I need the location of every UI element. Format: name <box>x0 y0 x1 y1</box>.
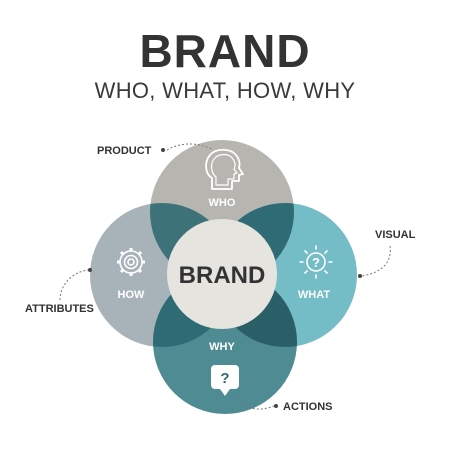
actions-callout: ACTIONS <box>235 392 333 413</box>
page-title: BRAND <box>139 25 311 77</box>
question-bulb-icon <box>299 245 333 279</box>
attributes-label: ATTRIBUTES <box>25 303 94 315</box>
visual-label: VISUAL <box>375 229 416 241</box>
page-subtitle: WHO, WHAT, HOW, WHY <box>94 78 356 103</box>
question-speech-bubble-icon: ? <box>211 365 239 396</box>
who-label: WHO <box>209 197 236 209</box>
gear-icon <box>117 248 145 276</box>
what-label: WHAT <box>298 289 330 301</box>
actions-label: ACTIONS <box>283 401 333 413</box>
center-label: BRAND <box>179 262 266 289</box>
center-circle <box>167 219 277 329</box>
product-label: PRODUCT <box>97 145 152 157</box>
visual-callout: VISUAL <box>358 229 416 278</box>
how-label: HOW <box>118 289 146 301</box>
svg-text:?: ? <box>220 370 229 387</box>
head-profile-icon <box>205 148 244 190</box>
why-label: WHY <box>209 341 235 353</box>
question-mark-glyph: ? <box>312 255 320 270</box>
product-callout: PRODUCT <box>97 143 214 157</box>
attributes-callout: ATTRIBUTES <box>25 268 94 315</box>
